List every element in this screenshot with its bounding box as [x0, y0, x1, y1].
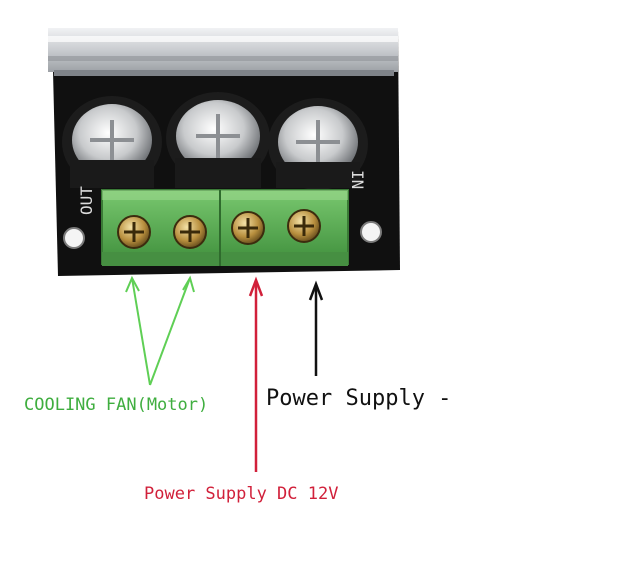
screw-terminal-icon: [231, 211, 265, 245]
arrow-icon: [125, 275, 195, 386]
screw-terminal-icon: [173, 215, 207, 249]
screw-terminal-icon: [117, 215, 151, 249]
capacitor-icon: [268, 98, 368, 190]
silk-in: IN: [348, 170, 367, 189]
cooling-fan-label: COOLING FAN(Motor): [24, 395, 209, 415]
capacitor-icon: [62, 96, 162, 188]
mounting-hole-right: [360, 221, 382, 243]
capacitor-icon: [166, 92, 270, 188]
arrow-icon: [308, 280, 324, 376]
screw-terminal-icon: [287, 209, 321, 243]
terminal-block: [101, 189, 349, 266]
power-supply-negative-label: Power Supply -: [266, 386, 452, 411]
mounting-hole-left: [63, 227, 85, 249]
arrow-icon: [248, 276, 264, 472]
heatsink: [48, 28, 398, 76]
power-supply-positive-label: Power Supply DC 12V: [144, 484, 339, 504]
silk-out: OUT: [77, 186, 96, 215]
